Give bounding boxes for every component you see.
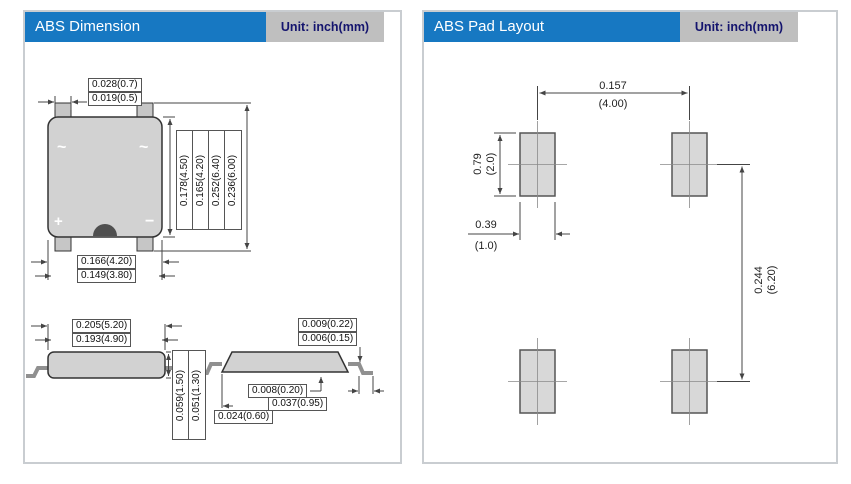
plus-symbol: + xyxy=(54,213,63,230)
dim-body-height-1-text: 0.178(4.50) xyxy=(179,154,191,206)
dim-body-height-2-text: 0.165(4.20) xyxy=(195,154,207,206)
profile-lead-right xyxy=(348,362,373,375)
dim-lead-thickness-inch: 0.009(0.22) xyxy=(298,318,358,332)
dim-side-height-1-text: 0.059(1.50) xyxy=(175,369,187,421)
dimension-drawing-svg: ~ ~ + − xyxy=(26,96,384,409)
dim-lead-width-inch: 0.028(0.7) xyxy=(88,78,142,92)
lead-bottom-right xyxy=(136,235,154,252)
dim-lead-thickness-mm: 0.006(0.15) xyxy=(298,332,358,346)
dim-pitch-y-inch: 0.244 xyxy=(753,266,765,294)
dim-total-height-2: 0.236(6.00) xyxy=(224,130,242,230)
dimension-panel-header: ABS Dimension Unit: inch(mm) xyxy=(25,12,400,42)
side-body xyxy=(47,351,166,379)
dim-pitch-x-mm: (4.00) xyxy=(599,98,628,110)
profile-body xyxy=(220,351,350,373)
dim-pad-width-inch: 0.39 xyxy=(475,219,496,231)
unit-label-dimension: Unit: inch(mm) xyxy=(266,12,384,42)
dim-foot-thickness: 0.008(0.20) xyxy=(248,384,308,398)
dim-body-width-inch: 0.166(4.20) xyxy=(77,255,137,269)
pad-layout-drawing-area: 0.157 (4.00) 0.39 (1.0) 0.79 (2.0) 0.244… xyxy=(424,12,836,462)
ac-symbol-right: ~ xyxy=(139,139,148,156)
unit-label-pad-layout: Unit: inch(mm) xyxy=(680,12,798,42)
polarity-dome xyxy=(93,224,117,236)
abs-pad-layout-panel: ABS Pad Layout Unit: inch(mm) xyxy=(422,10,838,464)
panel-title-pad-layout: ABS Pad Layout xyxy=(424,12,680,42)
pad-crosshairs xyxy=(508,121,719,425)
minus-symbol: − xyxy=(145,213,154,230)
dimension-drawing-area: ~ ~ + − xyxy=(25,12,400,462)
dim-side-height-2: 0.051(1.30) xyxy=(188,350,206,440)
dim-side-height-2-text: 0.051(1.30) xyxy=(191,369,203,421)
dim-side-length-inch: 0.205(5.20) xyxy=(72,319,132,333)
lead-bottom-left xyxy=(54,235,72,252)
dim-pad-width-mm: (1.0) xyxy=(475,240,498,252)
solder-pads xyxy=(519,132,708,414)
ac-symbol-left: ~ xyxy=(57,139,66,156)
pad-layout-drawing-svg: 0.157 (4.00) 0.39 (1.0) 0.79 (2.0) 0.244… xyxy=(468,80,778,425)
side-lead-left xyxy=(26,366,48,378)
dim-side-length-mm: 0.193(4.90) xyxy=(72,333,132,347)
pad-layout-panel-header: ABS Pad Layout Unit: inch(mm) xyxy=(424,12,836,42)
panel-title-dimension: ABS Dimension xyxy=(25,12,266,42)
dim-pitch-y-mm: (6.20) xyxy=(766,266,778,295)
dim-lead-width-mm: 0.019(0.5) xyxy=(88,92,142,106)
dim-pitch-x-inch: 0.157 xyxy=(599,80,627,92)
dimension-lines xyxy=(31,96,384,409)
pad-dimension-labels: 0.157 (4.00) 0.39 (1.0) 0.79 (2.0) 0.244… xyxy=(472,80,778,294)
dim-pad-height-mm: (2.0) xyxy=(485,153,497,176)
dim-total-height-1-text: 0.252(6.40) xyxy=(211,154,223,206)
package-body xyxy=(47,116,163,238)
dim-body-width-mm: 0.149(3.80) xyxy=(77,269,137,283)
abs-dimension-panel: ABS Dimension Unit: inch(mm) ~ ~ + − xyxy=(23,10,402,464)
dim-foot-length: 0.037(0.95) xyxy=(268,397,328,411)
package-profile-view xyxy=(197,351,373,375)
dim-pad-height-inch: 0.79 xyxy=(472,153,484,174)
dim-total-height-2-text: 0.236(6.00) xyxy=(227,154,239,206)
package-top-view: ~ ~ + − xyxy=(47,102,163,252)
lead-top-left xyxy=(54,102,72,119)
package-side-view xyxy=(26,351,187,379)
pad-dimension-lines xyxy=(468,86,750,382)
dim-standoff: 0.024(0.60) xyxy=(214,410,274,424)
